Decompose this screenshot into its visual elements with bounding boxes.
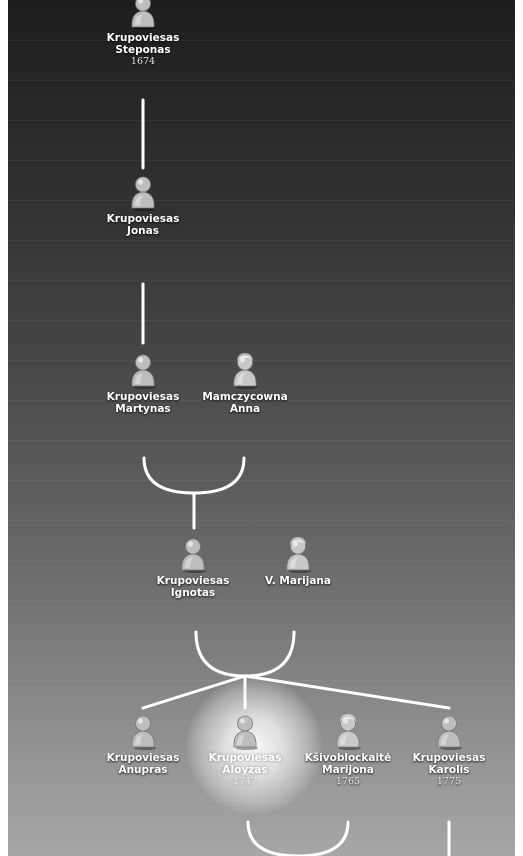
couple-bracket-martynas-anna (142, 456, 246, 495)
person-surname: Krupoviesas (156, 575, 230, 587)
background-band (8, 280, 515, 281)
person-surname: Krupoviesas (106, 32, 180, 44)
background-band (8, 600, 515, 601)
background-band (8, 520, 515, 521)
background-band (8, 80, 515, 81)
female-person-icon (238, 537, 358, 573)
couple-bracket-aloyzas-marijona (246, 820, 350, 856)
person-birth-year: 1775 (436, 776, 462, 787)
background-band (8, 480, 515, 481)
background-band (8, 320, 515, 321)
person-given-name: Steponas (115, 44, 171, 56)
background-band (8, 360, 515, 361)
background-band (8, 840, 515, 841)
connector-to-karolis (243, 674, 451, 710)
person-given-name: Martynas (115, 403, 171, 415)
background-band (8, 640, 515, 641)
person-birth-year: 1747 (232, 776, 258, 787)
male-person-icon (83, 175, 203, 211)
background-band (8, 200, 515, 201)
person-given-name: Ignotas (170, 587, 216, 599)
person-node-marijana[interactable]: V. Marijana (238, 537, 358, 587)
person-given-name: Karolis (428, 764, 470, 776)
person-surname: Krupoviesas (106, 213, 180, 225)
person-birth-year: 1674 (130, 56, 156, 67)
person-given-name: Marijona (322, 764, 374, 776)
female-person-icon (288, 714, 408, 750)
person-surname: Mamczycowna (202, 391, 288, 403)
male-person-icon (83, 0, 203, 30)
background-band (8, 160, 515, 161)
background-band (8, 120, 515, 121)
male-person-icon (83, 353, 203, 389)
couple-bracket-ignotas-marijana (194, 630, 296, 678)
male-person-icon (133, 537, 253, 573)
person-surname: Krupoviesas (208, 752, 282, 764)
person-given-name: Anupras (118, 764, 168, 776)
background-band (8, 40, 515, 41)
person-surname: V. Marijana (265, 575, 331, 587)
person-surname: Krupoviesas (106, 752, 180, 764)
person-given-name: Aloyzas (222, 764, 268, 776)
person-surname: Kšivoblockaitė (304, 752, 392, 764)
person-surname: Krupoviesas (106, 391, 180, 403)
connector-to-anupras (141, 674, 247, 710)
male-person-icon (83, 714, 203, 750)
male-person-icon (185, 714, 305, 750)
background-band (8, 240, 515, 241)
background-band (8, 560, 515, 561)
person-given-name: Jonas (127, 225, 159, 237)
background-band (8, 400, 515, 401)
person-surname: Krupoviesas (412, 752, 486, 764)
person-birth-year: 1765 (335, 776, 361, 787)
background-band (8, 440, 515, 441)
male-person-icon (389, 714, 509, 750)
female-person-icon (185, 353, 305, 389)
person-given-name: Anna (229, 403, 261, 415)
